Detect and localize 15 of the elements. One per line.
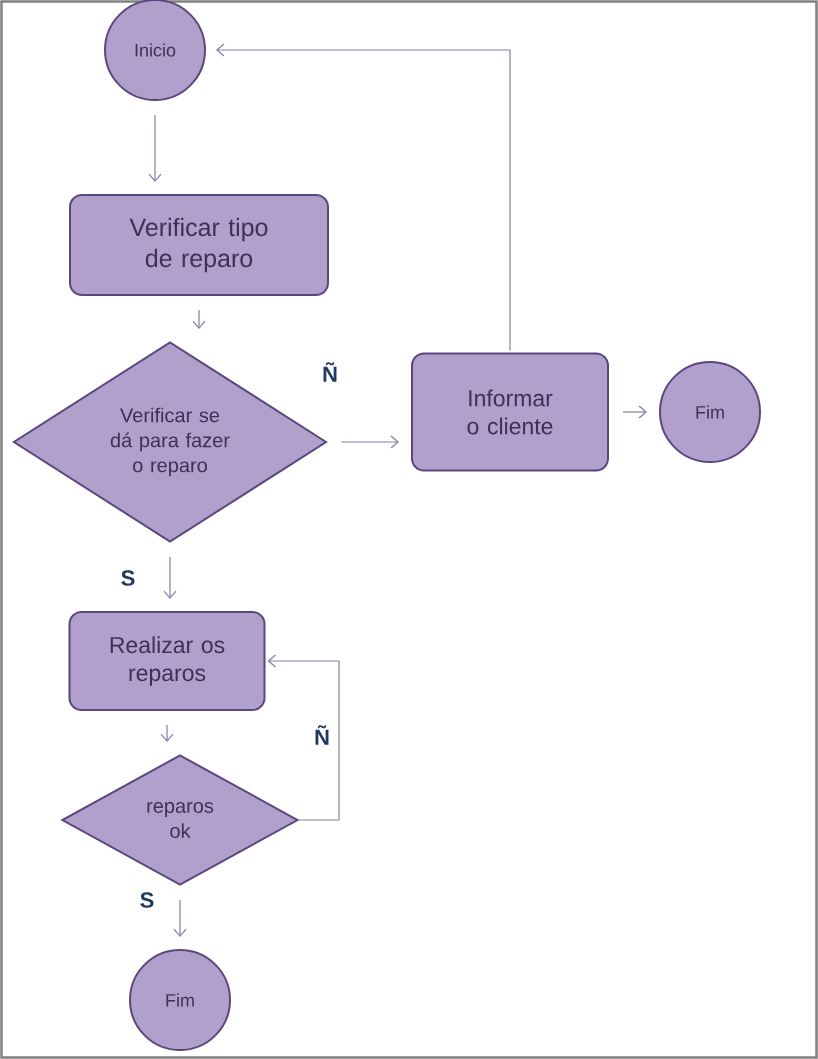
arrow <box>163 556 177 599</box>
edge-label: S <box>140 892 154 908</box>
arrow <box>192 309 206 329</box>
process-box: Verificar tipo de reparo <box>69 194 329 296</box>
arrow <box>340 435 399 449</box>
arrow <box>216 43 511 352</box>
arrow <box>267 654 340 821</box>
arrow <box>173 899 187 937</box>
process-box: Realizar os reparos <box>68 611 266 711</box>
arrow <box>148 114 162 182</box>
edge-label: S <box>121 570 135 586</box>
process-box: Informar o cliente <box>411 352 609 472</box>
arrow <box>622 405 647 419</box>
edge-label: Ñ <box>315 725 329 745</box>
arrow <box>160 724 174 742</box>
